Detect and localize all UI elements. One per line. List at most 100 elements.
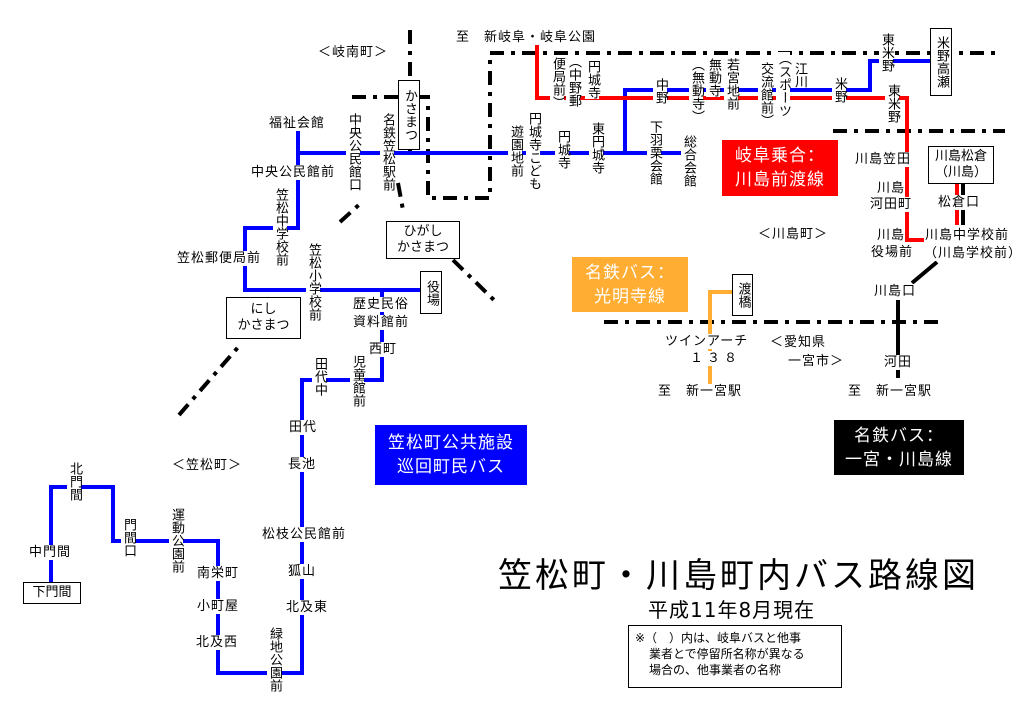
- station-rekishi-minzoku-1: 歴史民俗: [353, 297, 410, 312]
- legend-ichinomiya-line-2: 一宮・川島線: [845, 449, 953, 470]
- station-kawashima-matsukura-2: （川島）: [934, 165, 987, 180]
- station-matsueda: 松枝公民館前: [262, 527, 347, 542]
- boundary-diagonal-4: [451, 258, 498, 304]
- note-line-2: 業者とで停留所名称が異なる: [649, 647, 805, 661]
- station-kawashima-matsukura: 川島松倉 （川島）: [928, 146, 994, 184]
- station-kawashima-chugakko: 川島中学校前: [925, 228, 1010, 243]
- area-kawashima: ＜川島町＞: [758, 227, 829, 242]
- map-title: 笠松町・川島町内バス路線図: [498, 556, 979, 596]
- station-rekishi-minzoku-2: 資料館前: [353, 315, 410, 330]
- station-kitaoyobi-higashi: 北及東: [286, 600, 329, 615]
- legend-meitetsu-ichinomiya: 名鉄バス： 一宮・川島線: [834, 420, 964, 475]
- station-higashi-kasamatsu: ひがし かさまつ: [386, 221, 460, 259]
- station-undo-koen: 運動公園前: [169, 508, 184, 573]
- station-chuo-kominkan-mae: 中央公民館前: [251, 165, 336, 180]
- blue-branch-south: [49, 290, 384, 675]
- station-wakamiya: 若宮地前: [724, 58, 739, 110]
- station-kasamatsu-yubin: 笠松郵便局前: [177, 251, 262, 266]
- legend-kasamatsu-line-2: 巡回町民バス: [397, 457, 505, 477]
- station-kawashima-guchi: 川島口: [874, 284, 917, 299]
- boundary-diagonal-2: [396, 182, 405, 211]
- station-tashiro: 田代: [289, 420, 318, 435]
- station-kasamatsu-train: かさまつ: [398, 80, 420, 150]
- station-shimohaguri: 下羽栗会館: [647, 120, 662, 185]
- station-komachiya: 小町屋: [197, 599, 240, 614]
- blue-branch-west: [243, 153, 420, 292]
- note-line-1: ※（ ）内は、岐阜バスと他事: [635, 631, 802, 645]
- station-kawashima-kodacho-2: 河田町: [870, 197, 913, 212]
- station-twin-arch-1: ツインアーチ: [665, 334, 749, 349]
- station-watashibashi: 渡橋: [732, 274, 753, 316]
- station-yakuba: 役場: [420, 271, 442, 314]
- map-subtitle: 平成11年8月現在: [648, 598, 816, 622]
- area-kasamatsu: ＜笠松町＞: [172, 458, 243, 473]
- station-nagaike: 長池: [288, 457, 317, 472]
- legend-komyoji-line-1: 名鉄バス：: [585, 262, 675, 283]
- destination-ichinomiya-east: 至 新一宮駅: [848, 384, 933, 399]
- station-kawashima-yakuba-1: 川島: [877, 228, 906, 243]
- station-kitsuneyama: 狐山: [288, 564, 317, 579]
- station-egawa-alt-1: （スポーツ: [776, 52, 791, 117]
- station-fukushi-kaikan: 福祉会館: [269, 116, 326, 131]
- destination-ichinomiya-west: 至 新一宮駅: [658, 384, 743, 399]
- station-nishi-kasamatsu: にし かさまつ: [226, 297, 301, 339]
- note-box: ※（ ）内は、岐阜バスと他事 業者とで停留所名称が異なる 場合の、他事業者の名称: [628, 625, 842, 688]
- station-komeno-takase: 米野高瀬: [930, 28, 952, 96]
- station-chuo-kominkan-guchi: 中央公民館口: [346, 113, 361, 191]
- station-matsukura-guchi: 松倉口: [938, 195, 981, 210]
- station-higashi-komeno-red: 東米野: [885, 84, 900, 123]
- station-naka-monma: 中門間: [29, 545, 72, 560]
- station-enjoji: 円城寺: [555, 130, 570, 169]
- legend-ichinomiya-line-1: 名鉄バス：: [854, 425, 944, 446]
- black-line-diagonal: [910, 260, 939, 285]
- station-mudoji: 無動寺: [706, 58, 721, 97]
- legend-kasamatsu-bus: 笠松町公共施設 巡回町民バス: [375, 425, 527, 485]
- station-mudoji-alt: （無動寺）: [689, 58, 704, 123]
- legend-kasamatsu-line-1: 笠松町公共施設: [388, 433, 514, 453]
- area-aichi-1: ＜愛知県: [770, 335, 827, 350]
- station-komeno: 米野: [832, 77, 847, 103]
- station-higashi-kasamatsu-2: かさまつ: [396, 240, 449, 255]
- station-egawa: 江川: [792, 62, 807, 88]
- note-line-3: 場合の、他事業者の名称: [649, 663, 782, 677]
- station-tashiro-naka: 田代中: [312, 357, 327, 396]
- boundary-ginan-box: [352, 51, 1000, 200]
- station-kawashima-matsukura-1: 川島松倉: [934, 149, 987, 164]
- station-jidokan: 児童館前: [350, 355, 365, 407]
- station-kitaoyobi-nishi: 北及西: [196, 635, 239, 650]
- station-ryokuchi-koen: 緑地公園前: [267, 627, 282, 692]
- station-meitetsu-kasamatsu: 名鉄笠松駅前: [380, 113, 395, 191]
- legend-meitetsu-komyoji: 名鉄バス： 光明寺線: [572, 257, 688, 312]
- area-aichi-2: 一宮市＞: [788, 354, 845, 369]
- station-enjoji-top: 円城寺: [585, 60, 600, 99]
- station-higashi-komeno-blue: 東米野: [879, 33, 894, 72]
- station-nakano-yubin-1: （中野郵: [566, 55, 581, 107]
- station-kasamatsu-chugakko: 笠松中学校前: [273, 188, 288, 266]
- station-higashi-enjoji: 東円城寺: [589, 122, 604, 174]
- station-kasamatsu-shogakko: 笠松小学校前: [306, 243, 321, 321]
- station-sogo-kaikan: 総合会館: [681, 135, 696, 187]
- station-shimo-monma: 下門間: [23, 582, 81, 604]
- boundary-diagonal-1: [338, 200, 364, 224]
- station-enjoji-kodomo-2: 遊園地前: [508, 125, 523, 177]
- legend-gifu-line-2: 川島前渡線: [735, 170, 825, 190]
- station-kawashima-kasada: 川島笠田: [855, 152, 912, 167]
- station-kawashima-yakuba-2: 役場前: [871, 245, 914, 260]
- station-koda: 河田: [884, 355, 913, 370]
- station-twin-arch-2: １３８: [690, 351, 742, 366]
- station-nakano-yubin-2: 便局前）: [550, 57, 565, 109]
- station-nishi-kasamatsu-2: かさまつ: [237, 318, 290, 333]
- station-higashi-kasamatsu-1: ひがし: [403, 224, 443, 239]
- legend-komyoji-line-2: 光明寺線: [594, 286, 666, 307]
- station-egawa-alt-2: 交流館前）: [758, 62, 773, 127]
- boundary-diagonal-3: [177, 343, 242, 417]
- legend-gifu-noriai: 岐阜乗合： 川島前渡線: [722, 140, 838, 196]
- station-nishi-kasamatsu-1: にし: [250, 302, 277, 317]
- station-kawashima-chugakko-alt: （川島学校前）: [924, 246, 1023, 261]
- station-kawashima-kodacho-1: 川島: [877, 181, 906, 196]
- legend-gifu-line-1: 岐阜乗合：: [735, 146, 825, 166]
- station-nanei: 南栄町: [197, 566, 240, 581]
- station-kita-monma: 北門間: [67, 462, 82, 501]
